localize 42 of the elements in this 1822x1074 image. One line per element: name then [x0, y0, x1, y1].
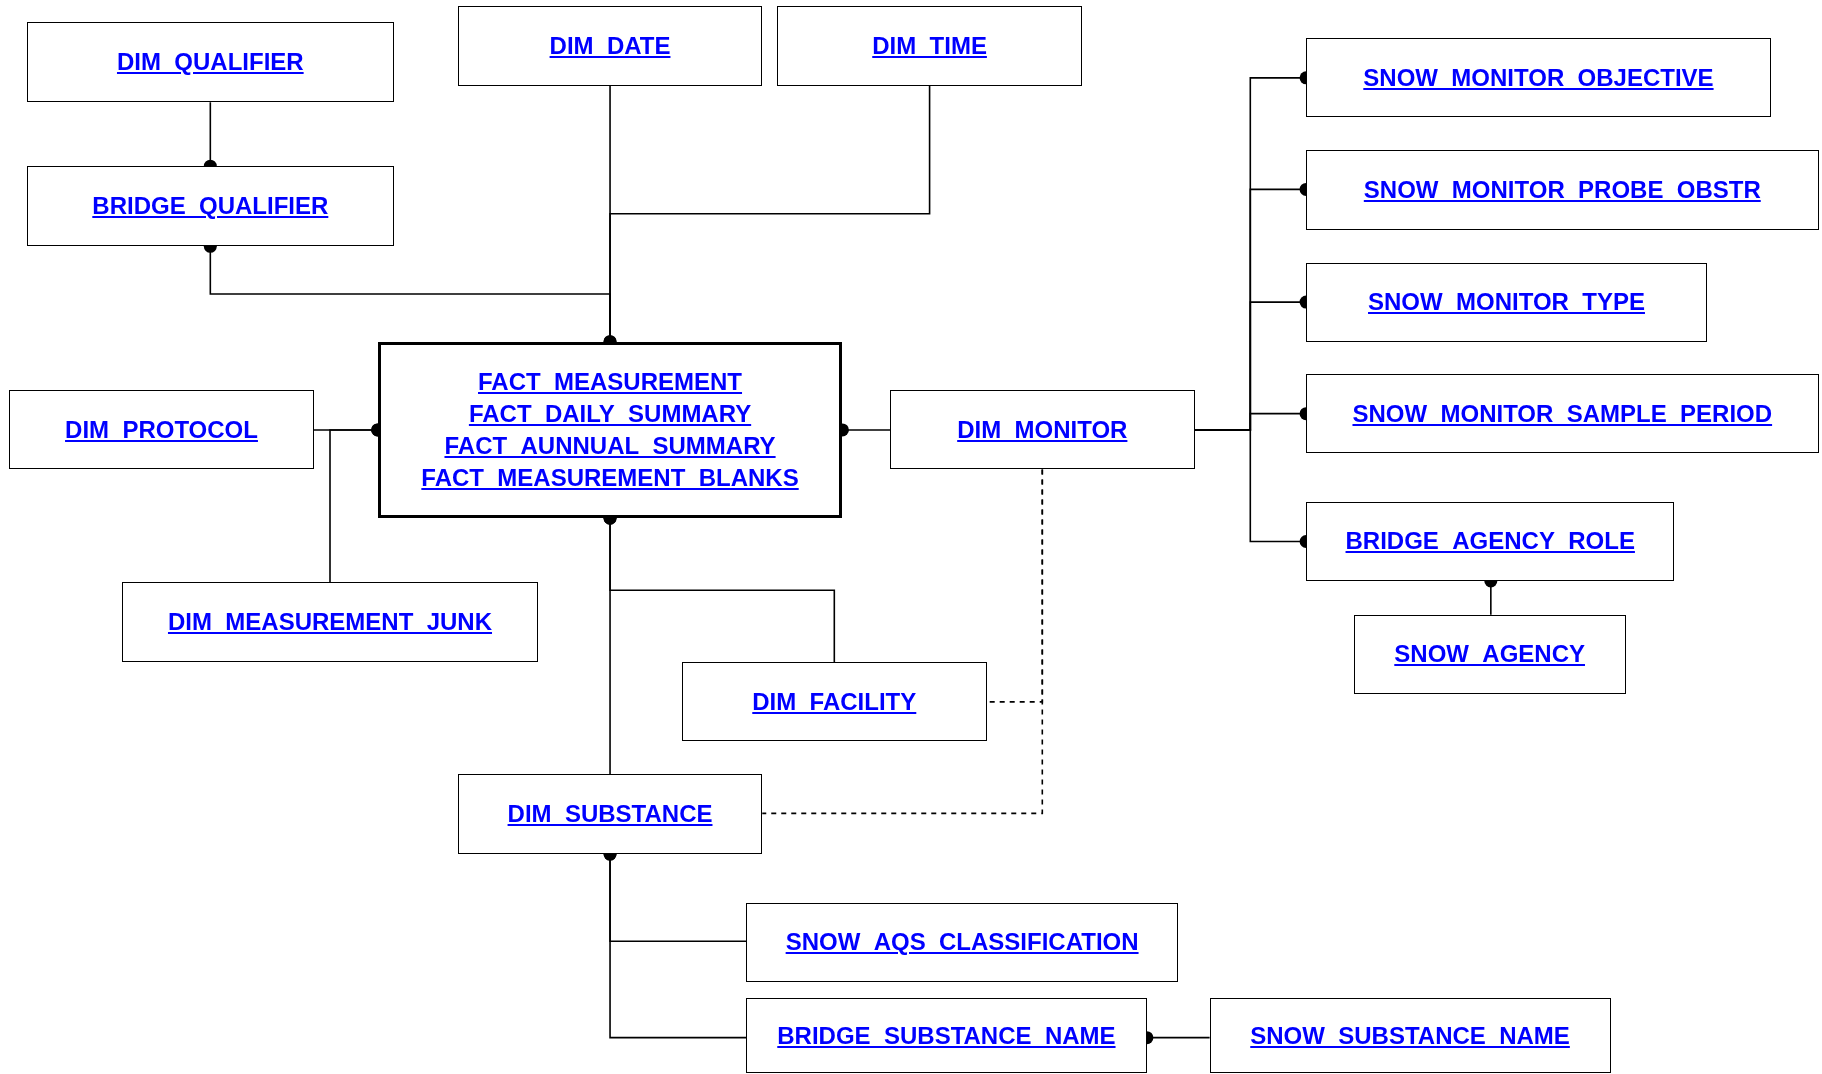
entity-name: DIM_DATE — [549, 30, 671, 61]
entity-name: FACT_MEASUREMENT_BLANKS — [421, 462, 799, 493]
entity-box — [457, 773, 763, 855]
entity-box — [682, 662, 987, 742]
entity-name: DIM_FACILITY — [752, 686, 917, 717]
entity-box — [746, 902, 1179, 982]
entity-box — [26, 166, 394, 247]
entity-name: SNOW_MONITOR_TYPE — [1368, 287, 1645, 318]
entity-name: FACT_AUNNUAL_SUMMARY — [444, 430, 776, 461]
entity-box — [122, 582, 538, 663]
entity-name: SNOW_AQS_CLASSIFICATION — [785, 927, 1139, 958]
entity-box — [9, 390, 314, 470]
entity-name: SNOW_SUBSTANCE_NAME — [1250, 1020, 1570, 1051]
entity-name: SNOW_MONITOR_SAMPLE_PERIOD — [1352, 398, 1773, 429]
entity-box — [26, 22, 394, 103]
entity-box — [890, 390, 1195, 470]
entity-name: BRIDGE_SUBSTANCE_NAME — [777, 1020, 1116, 1051]
entity-box — [1306, 38, 1771, 118]
entity-name: DIM_QUALIFIER — [116, 47, 304, 78]
entity-name: DIM_TIME — [872, 30, 987, 61]
entity-name: DIM_SUBSTANCE — [507, 798, 713, 829]
entity-box — [457, 5, 763, 86]
entity-name: DIM_MEASUREMENT_JUNK — [167, 607, 492, 638]
entity-name: DIM_MONITOR — [957, 414, 1128, 445]
entity-name: BRIDGE_AGENCY_ROLE — [1345, 526, 1635, 557]
entity-name: SNOW_AGENCY — [1394, 639, 1585, 670]
entity-name: FACT_MEASUREMENT — [478, 366, 743, 397]
entity-box — [777, 5, 1082, 86]
entity-name: FACT_DAILY_SUMMARY — [468, 398, 752, 429]
entity-box — [1353, 614, 1626, 694]
entity-box — [1306, 262, 1707, 342]
entity-box — [746, 998, 1147, 1073]
entity-box — [1306, 501, 1675, 581]
entity-box — [1306, 374, 1819, 454]
entity-name: SNOW_MONITOR_OBJECTIVE — [1363, 62, 1714, 93]
entity-box — [1306, 149, 1819, 231]
entity-box — [1209, 998, 1611, 1073]
relationship-line — [761, 468, 1044, 815]
entity-name: BRIDGE_QUALIFIER — [92, 191, 329, 222]
entity-name: DIM_PROTOCOL — [65, 414, 258, 445]
entity-box — [377, 341, 843, 519]
entity-name: SNOW_MONITOR_PROBE_OBSTR — [1363, 174, 1761, 205]
